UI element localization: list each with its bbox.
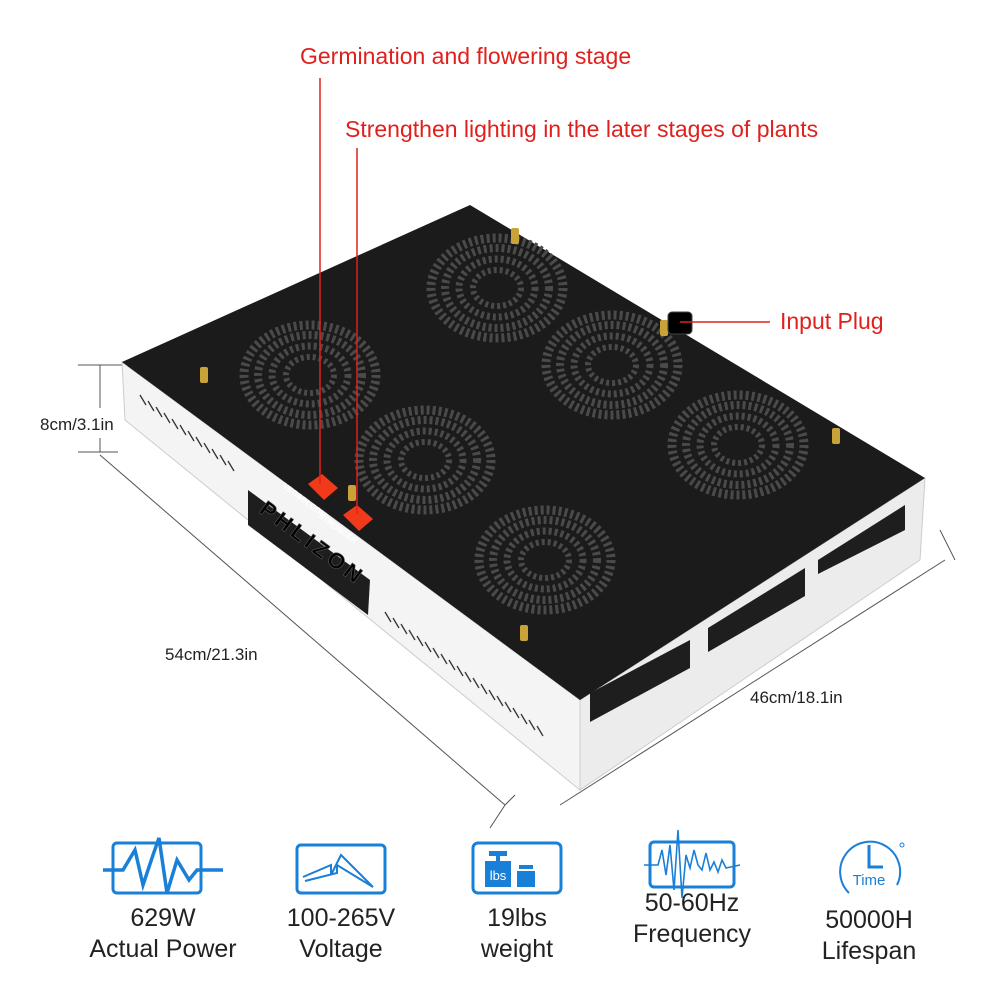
- led-strip: [590, 640, 690, 722]
- fan-grille: [239, 320, 381, 430]
- stronger-switch[interactable]: [343, 505, 373, 531]
- fan-grille: [667, 390, 809, 500]
- spec-value: 50-60Hz: [644, 889, 740, 917]
- spec-lifespan: Time 50000H Lifespan: [784, 835, 954, 967]
- side-vents: [139, 394, 544, 737]
- led-strip: [818, 505, 905, 574]
- power-wave-icon: [103, 837, 223, 895]
- fan-grille: [474, 505, 616, 615]
- spec-frequency: 50-60Hz Frequency: [607, 829, 777, 950]
- height-dimension: 8cm/3.1in: [40, 415, 114, 434]
- spec-label: Actual Power: [89, 935, 237, 963]
- top-panel: [122, 205, 925, 700]
- length-dimension: 54cm/21.3in: [165, 645, 258, 664]
- spec-label: weight: [480, 935, 554, 963]
- brand-plate: [248, 490, 370, 615]
- weight-icon-text: lbs: [490, 868, 507, 883]
- spec-weight: lbs 19lbs weight: [432, 835, 602, 965]
- dimension-lines: [78, 364, 956, 829]
- fan-grille: [426, 233, 568, 343]
- spec-label: Frequency: [632, 920, 752, 948]
- spec-label: Lifespan: [821, 937, 917, 965]
- input-plug: [667, 311, 693, 335]
- callout-lines: [319, 78, 770, 514]
- screws: [200, 228, 840, 641]
- frequency-wave-icon: [644, 829, 741, 899]
- spec-value: 100-265V: [286, 904, 396, 932]
- spec-voltage: 100-265V Voltage: [256, 835, 426, 965]
- callout-germination: Germination and flowering stage: [300, 43, 632, 69]
- fan-grille: [354, 405, 496, 515]
- veg-bloom-switch[interactable]: [308, 474, 338, 500]
- spec-value: 629W: [130, 904, 196, 932]
- spec-value: 50000H: [825, 906, 913, 934]
- callout-strengthen: Strengthen lighting in the later stages …: [345, 116, 819, 142]
- clock-icon-text: Time: [853, 872, 886, 889]
- clock-icon: Time: [839, 840, 905, 894]
- spec-label: Voltage: [299, 935, 383, 963]
- weight-icon: lbs: [471, 841, 563, 895]
- led-strip: [708, 568, 805, 652]
- spec-value: 19lbs: [487, 904, 547, 932]
- fan-grille: [541, 310, 683, 420]
- fans: [239, 233, 809, 615]
- spec-power: 629W Actual Power: [78, 835, 248, 965]
- width-dimension: 46cm/18.1in: [750, 688, 843, 707]
- voltage-bolt-icon: [295, 843, 387, 895]
- callout-input-plug: Input Plug: [780, 308, 884, 334]
